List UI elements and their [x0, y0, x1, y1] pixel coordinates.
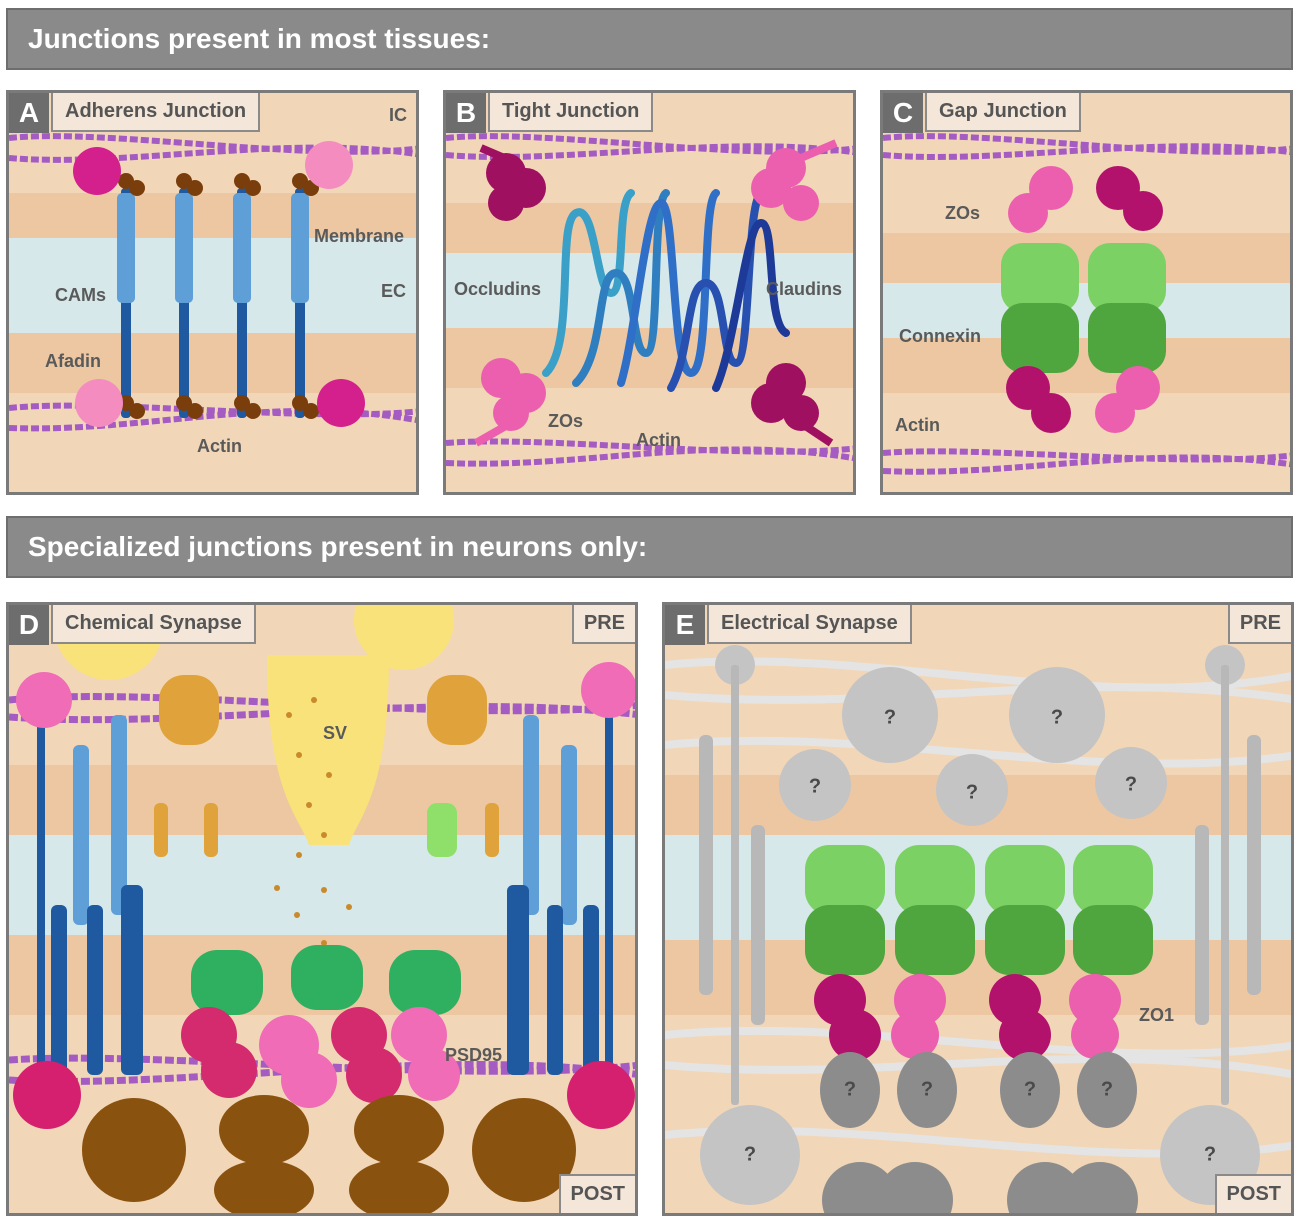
panel-gap-junction: C Gap Junction ZOs Connexin Actin	[880, 90, 1293, 495]
tight-junction-illustration	[446, 93, 853, 492]
label-ec: EC	[381, 281, 407, 301]
zo1-scaffold	[814, 974, 1121, 1061]
afadin-pre-left	[16, 672, 72, 728]
banner-most-tissues: Junctions present in most tissues:	[6, 8, 1293, 70]
label-actin-b: Actin	[636, 430, 681, 450]
neurotransmitter-dots	[274, 697, 352, 946]
label-afadin: Afadin	[45, 351, 101, 371]
cam-proteins	[117, 188, 309, 418]
catenin-clusters	[118, 173, 319, 419]
panel-electrical-synapse: ? ? ? ? ? ? ? ? ? ? ? E Electrical Synap…	[662, 602, 1294, 1216]
gap-junction-illustration	[883, 93, 1290, 492]
panel-letter-d: D	[9, 605, 49, 645]
zo-c-bottom	[1006, 366, 1160, 433]
zo-top-right	[751, 139, 838, 221]
label-actin-a: Actin	[197, 436, 242, 456]
synaptic-vesicle-right	[354, 605, 454, 670]
electrical-synapse-illustration	[665, 605, 1291, 1213]
unknown-label-4: ?	[965, 781, 979, 804]
unknown-label-8: ?	[1023, 1078, 1037, 1101]
label-claudins: Claudins	[766, 279, 843, 299]
banner-neurons-only-text: Specialized junctions present in neurons…	[28, 531, 648, 562]
panel-adherens-junction: A Adherens Junction IC Membrane EC CAMs …	[6, 90, 419, 495]
label-zos-c: ZOs	[945, 203, 981, 223]
panel-letter-c: C	[883, 93, 923, 133]
claudin-strands	[542, 189, 790, 392]
unknown-proteins-pre	[715, 645, 1245, 826]
afadin-top-right	[305, 141, 353, 189]
connexin-channels	[1001, 243, 1166, 373]
unknown-label-7: ?	[920, 1078, 934, 1101]
adherens-junction-illustration	[9, 93, 416, 492]
label-zo1: ZO1	[1139, 1005, 1175, 1025]
label-pre-e: PRE	[1227, 605, 1291, 644]
synaptic-vesicle-fusing	[267, 655, 389, 845]
label-connexin: Connexin	[899, 326, 982, 346]
unknown-label-1: ?	[883, 706, 897, 729]
gray-cams	[699, 665, 1261, 1105]
label-cams: CAMs	[55, 285, 107, 305]
zo-c-top	[1008, 166, 1163, 233]
unknown-label-5: ?	[1124, 773, 1138, 796]
unknown-label-6: ?	[843, 1078, 857, 1101]
panel-letter-a: A	[9, 93, 49, 133]
zo-bottom-right	[751, 363, 834, 447]
unknown-label-2: ?	[1050, 706, 1064, 729]
connexin-hemichannel	[427, 803, 457, 857]
nmda-receptors	[191, 945, 461, 1015]
banner-neurons-only: Specialized junctions present in neurons…	[6, 516, 1293, 578]
afadin-pre-right	[581, 662, 635, 718]
panel-title-adherens: Adherens Junction	[51, 93, 261, 132]
cams-left	[37, 685, 143, 1115]
label-psd95: PSD95	[445, 1045, 503, 1065]
unknown-label-3: ?	[808, 775, 822, 798]
unknown-label-9: ?	[1100, 1078, 1114, 1101]
label-post-e: POST	[1214, 1174, 1291, 1213]
panel-title-chemical: Chemical Synapse	[51, 605, 256, 644]
unknown-label-11: ?	[1203, 1143, 1217, 1166]
panel-letter-e: E	[665, 605, 705, 645]
unknown-label-10: ?	[743, 1143, 757, 1166]
chemical-synapse-illustration	[9, 605, 635, 1213]
panel-title-electrical: Electrical Synapse	[707, 605, 912, 644]
panel-title-tight: Tight Junction	[488, 93, 654, 132]
zo-top-left	[479, 144, 546, 221]
label-membrane: Membrane	[314, 226, 405, 246]
afadin-bottom-left	[75, 379, 123, 427]
panel-tight-junction: B Tight Junction Occludins Claudins ZOs …	[443, 90, 856, 495]
afadin-bottom-right	[317, 379, 365, 427]
connexin-channels-e	[805, 845, 1153, 975]
afadin-post-left	[13, 1061, 81, 1129]
label-post-d: POST	[558, 1174, 635, 1213]
label-pre-d: PRE	[571, 605, 635, 644]
banner-most-tissues-text: Junctions present in most tissues:	[28, 23, 491, 54]
post-protein-left	[82, 1098, 186, 1202]
panel-chemical-synapse: D Chemical Synapse PRE POST SV PSD95	[6, 602, 638, 1216]
panel-letter-b: B	[446, 93, 486, 133]
panel-title-gap: Gap Junction	[925, 93, 1081, 132]
post-scaffold-bottom	[214, 1095, 449, 1213]
label-ic: IC	[389, 105, 407, 125]
label-zos-b: ZOs	[548, 411, 584, 431]
calcium-channels	[154, 675, 499, 857]
post-protein-right	[472, 1098, 576, 1202]
afadin-post-right	[567, 1061, 635, 1129]
zo-bottom-left	[474, 358, 546, 447]
label-actin-c: Actin	[895, 415, 940, 435]
psd95-scaffold	[181, 1007, 460, 1108]
label-sv: SV	[323, 723, 348, 743]
unknown-proteins-post-small	[820, 1052, 1138, 1213]
afadin-top-left	[73, 147, 121, 195]
cams-right	[507, 685, 613, 1115]
label-occludins: Occludins	[454, 279, 542, 299]
